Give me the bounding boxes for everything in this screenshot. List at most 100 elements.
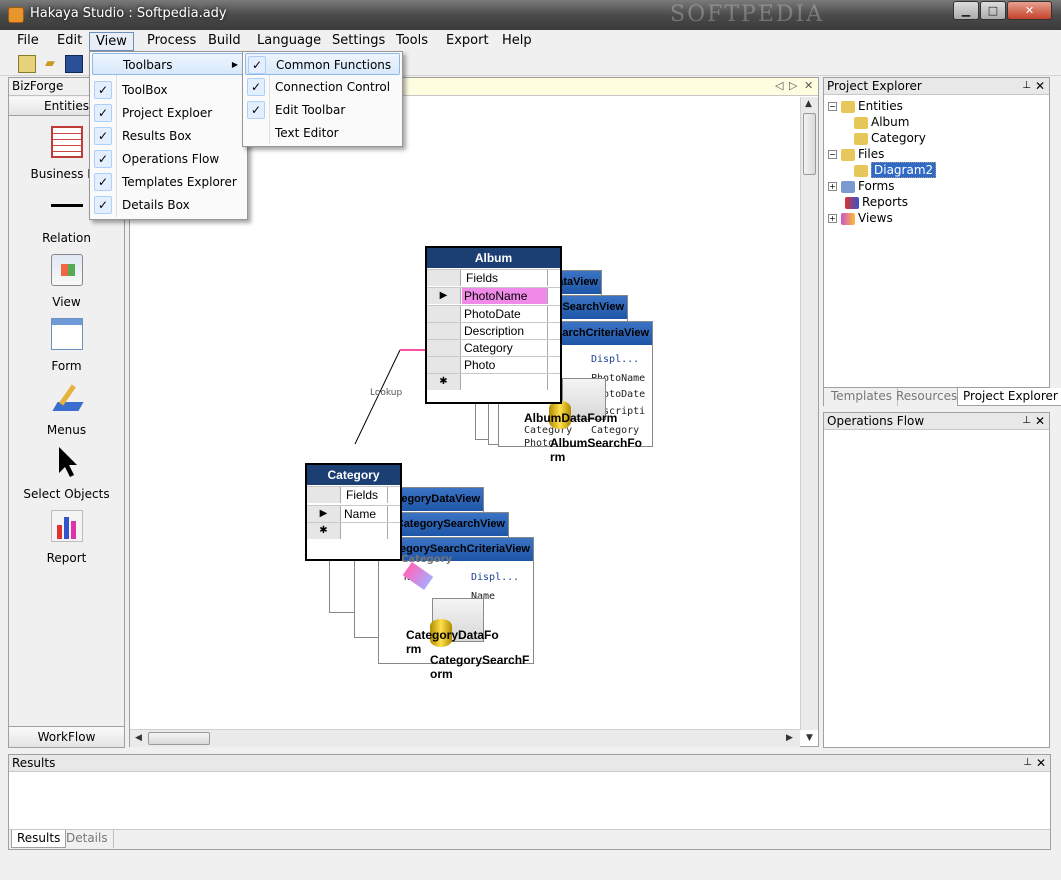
checkmark-icon: ✓	[94, 150, 112, 168]
pin-icon[interactable]: ⊥	[1023, 757, 1032, 768]
tab-details[interactable]: Details	[61, 830, 114, 848]
view-menu-details-box[interactable]: ✓Details Box	[92, 194, 245, 216]
checkmark-icon: ✓	[247, 101, 265, 119]
album-entity-title: Album	[427, 248, 560, 268]
tree-node-reports[interactable]: Reports	[828, 194, 936, 210]
open-folder-icon[interactable]: ▰	[45, 56, 55, 71]
menu-export[interactable]: Export	[446, 33, 489, 48]
field-row[interactable]: ▶Name	[307, 505, 400, 522]
field-row[interactable]: PhotoDate	[427, 305, 560, 322]
relation-lines	[354, 349, 426, 445]
field-row[interactable]: ▶PhotoName	[427, 287, 560, 304]
vertical-scroll-thumb[interactable]	[803, 113, 816, 175]
field-row[interactable]: Description	[427, 322, 560, 339]
menu-language[interactable]: Language	[257, 33, 322, 48]
tool-report[interactable]: Report	[9, 510, 124, 565]
view-menu-operations-flow[interactable]: ✓Operations Flow	[92, 148, 245, 170]
tree-node-category[interactable]: Category	[828, 130, 936, 146]
app-icon[interactable]	[8, 7, 24, 23]
pin-icon[interactable]: ⊥	[1022, 80, 1031, 91]
tab-resources[interactable]: Resources	[891, 388, 964, 406]
tab-templates[interactable]: Templates	[826, 388, 899, 406]
field-row[interactable]: Photo	[427, 356, 560, 373]
view-menu-project-explorer[interactable]: ✓Project Exploer	[92, 102, 245, 124]
tree-node-entities[interactable]: −Entities	[828, 99, 903, 113]
report-chart-icon	[50, 510, 83, 542]
new-project-icon[interactable]	[18, 55, 36, 73]
horizontal-scrollbar[interactable]: ◀ ▶	[130, 729, 800, 747]
view-menu-templates-explorer[interactable]: ✓Templates Explorer	[92, 171, 245, 193]
album-search-form-label[interactable]: AlbumSearchForm	[550, 436, 643, 464]
menu-file[interactable]: File	[17, 33, 39, 48]
menu-tools[interactable]: Tools	[396, 33, 429, 48]
tool-relation[interactable]: Relation	[9, 190, 124, 245]
field-row[interactable]: Category	[427, 339, 560, 356]
checkmark-icon: ✓	[247, 78, 265, 96]
tool-menus[interactable]: Menus	[9, 382, 124, 437]
toolbar-connection-control[interactable]: ✓Connection Control	[245, 76, 400, 98]
tree-node-files[interactable]: −Files	[828, 147, 885, 161]
watermark: SOFTPEDIA	[670, 2, 825, 27]
entity-icon	[854, 116, 868, 129]
tool-view[interactable]: View	[9, 254, 124, 309]
horizontal-scroll-thumb[interactable]	[148, 732, 210, 745]
pin-icon[interactable]: ⊥	[1022, 415, 1031, 426]
menu-build[interactable]: Build	[208, 33, 241, 48]
new-field-row[interactable]: ✱	[427, 373, 560, 390]
toolbar-common-functions[interactable]: ✓Common Functions	[245, 53, 400, 75]
status-bar	[0, 858, 1061, 880]
title-bar: Hakaya Studio : Softpedia.ady SOFTPEDIA …	[0, 0, 1061, 30]
tool-form[interactable]: Form	[9, 318, 124, 373]
tool-business-entity[interactable]: Business En	[9, 126, 124, 181]
album-data-form-label[interactable]: AlbumDataForm	[524, 411, 618, 425]
new-field-row[interactable]: ✱	[307, 522, 400, 539]
tab-next-icon[interactable]: ▷	[789, 79, 798, 92]
toolbox-tab-workflow[interactable]: WorkFlow	[9, 726, 124, 747]
tree-node-album[interactable]: Album	[828, 114, 936, 130]
close-icon[interactable]: ✕	[1034, 414, 1045, 428]
category-search-form-label[interactable]: CategorySearchForm	[430, 653, 530, 681]
toolbar-text-editor[interactable]: Text Editor	[275, 126, 339, 140]
menu-help[interactable]: Help	[502, 33, 532, 48]
vertical-scrollbar[interactable]: ▲	[800, 97, 818, 730]
scroll-left-icon[interactable]: ◀	[135, 733, 142, 743]
category-entity[interactable]: Category Fields ▶Name ✱	[305, 463, 402, 561]
tab-close-icon[interactable]: ✕	[804, 79, 814, 92]
pen-menu-icon	[51, 382, 84, 414]
close-button[interactable]: ✕	[1007, 1, 1052, 20]
tree-node-forms[interactable]: +Forms	[828, 179, 895, 193]
checkmark-icon: ✓	[94, 104, 112, 122]
tool-select-objects[interactable]: Select Objects	[9, 446, 124, 501]
scroll-right-icon[interactable]: ▶	[786, 733, 793, 743]
view-menu-toolbox[interactable]: ✓ToolBox	[92, 79, 245, 101]
tab-prev-icon[interactable]: ◁	[775, 79, 784, 92]
album-entity[interactable]: Album Fields ▶PhotoName PhotoDate Descri…	[425, 246, 562, 404]
category-data-form-label[interactable]: CategoryDataForm	[406, 628, 499, 656]
tree-node-diagram2[interactable]: Diagram2	[828, 162, 937, 178]
view-menu-dropdown: Toolbars▶ ✓ToolBox ✓Project Exploer ✓Res…	[89, 51, 248, 220]
menu-process[interactable]: Process	[147, 33, 197, 48]
close-icon[interactable]: ✕	[1034, 79, 1045, 93]
menu-settings[interactable]: Settings	[332, 33, 386, 48]
view-menu-toolbars[interactable]: Toolbars▶	[92, 53, 245, 75]
form-window-icon	[50, 318, 83, 350]
view-menu-results-box[interactable]: ✓Results Box	[92, 125, 245, 147]
menu-edit[interactable]: Edit	[57, 33, 83, 48]
window-title: Hakaya Studio : Softpedia.ady	[30, 6, 227, 21]
tab-results[interactable]: Results	[11, 830, 67, 848]
close-icon[interactable]: ✕	[1035, 756, 1046, 770]
save-icon[interactable]	[65, 55, 83, 73]
category-entity-title: Category	[307, 465, 400, 485]
scroll-down-icon[interactable]: ▼	[806, 733, 813, 743]
tab-project-explorer[interactable]: Project Explorer	[957, 388, 1061, 406]
operations-flow-title: Operations Flow ⊥ ✕	[824, 413, 1049, 430]
scroll-up-icon[interactable]: ▲	[805, 99, 812, 109]
diagram-icon	[854, 164, 868, 177]
menu-view[interactable]: View	[89, 32, 134, 51]
project-explorer-panel: Project Explorer ⊥ ✕ −Entities Album Cat…	[823, 77, 1061, 406]
tree-node-views[interactable]: +Views	[828, 211, 893, 225]
minimize-button[interactable]: ▁	[953, 1, 979, 20]
maximize-button[interactable]: □	[980, 1, 1006, 20]
project-explorer-tabs: Templates Resources Project Explorer	[824, 387, 1061, 406]
toolbar-edit-toolbar[interactable]: ✓Edit Toolbar	[245, 99, 400, 121]
